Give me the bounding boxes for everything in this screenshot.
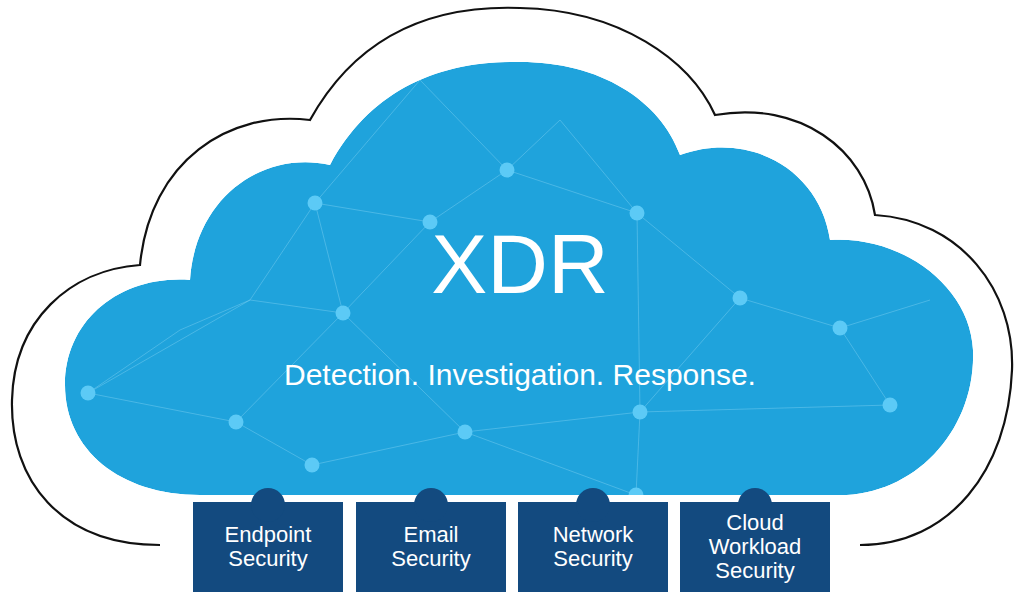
mesh-line	[465, 412, 640, 432]
puzzle-tab	[414, 488, 448, 522]
mesh-dot	[833, 321, 848, 336]
mesh-line	[740, 298, 840, 328]
module-label: Email Security	[364, 523, 498, 571]
mesh-line	[636, 412, 640, 495]
mesh-line	[315, 80, 420, 203]
mesh-line	[180, 300, 250, 330]
mesh-line	[315, 203, 430, 222]
mesh-dot	[630, 206, 645, 221]
mesh-dot	[500, 163, 515, 178]
cloud-outline	[12, 8, 1012, 545]
mesh-line	[315, 203, 343, 313]
mesh-line	[250, 203, 315, 300]
mesh-dot	[305, 458, 320, 473]
mesh-dot	[308, 196, 323, 211]
mesh-line	[640, 405, 890, 412]
tagline: Detection. Investigation. Response.	[65, 358, 975, 391]
puzzle-tab	[251, 488, 285, 522]
puzzle-tab	[576, 488, 610, 522]
mesh-line	[312, 432, 465, 465]
mesh-line	[430, 170, 507, 222]
module-label: Endpoint Security	[201, 523, 335, 571]
mesh-line	[640, 298, 740, 412]
mesh-line	[840, 300, 930, 328]
security-module-box: Email Security	[356, 502, 506, 592]
mesh-line	[507, 170, 637, 213]
mesh-dot	[336, 306, 351, 321]
security-module-box: Endpoint Security	[193, 502, 343, 592]
mesh-line	[420, 80, 507, 170]
mesh-line	[88, 300, 250, 393]
mesh-line	[465, 432, 636, 495]
mesh-dot	[229, 415, 244, 430]
mesh-dot	[883, 398, 898, 413]
module-label: Cloud Workload Security	[688, 511, 822, 582]
mesh-dot	[81, 386, 96, 401]
xdr-cloud: XDR Detection. Investigation. Response.	[65, 60, 975, 500]
module-label: Network Security	[526, 523, 660, 571]
mesh-line	[637, 213, 740, 298]
mesh-line	[560, 120, 637, 213]
main-title: XDR	[65, 218, 975, 310]
mesh-line	[840, 328, 890, 405]
mesh-line	[236, 422, 312, 465]
mesh-line	[507, 120, 560, 170]
mesh-line	[250, 300, 343, 313]
mesh-line	[343, 222, 430, 313]
mesh-dot	[458, 425, 473, 440]
mesh-line	[88, 330, 180, 393]
mesh-dot	[733, 291, 748, 306]
mesh-dot	[633, 405, 648, 420]
security-module-box: Cloud Workload Security	[680, 502, 830, 592]
mesh-dot	[629, 488, 644, 501]
security-module-box: Network Security	[518, 502, 668, 592]
mesh-line	[88, 393, 236, 422]
